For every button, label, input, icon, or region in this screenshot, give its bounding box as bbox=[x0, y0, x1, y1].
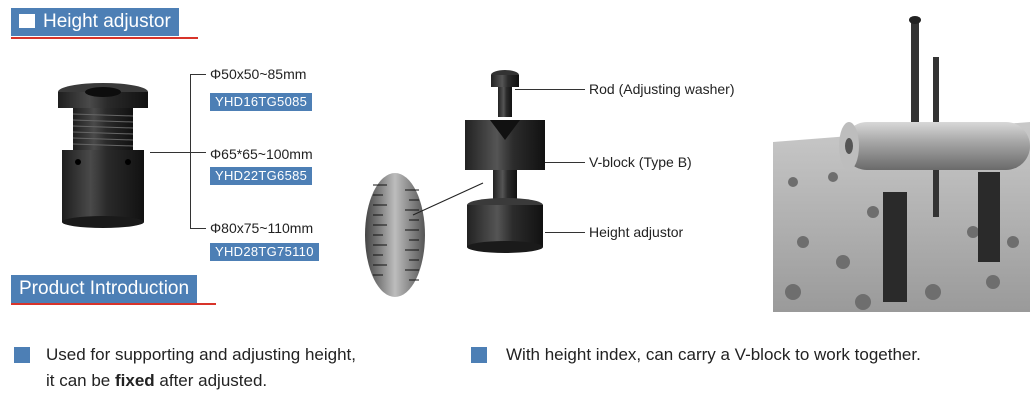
callout-vblock: V-block (Type B) bbox=[589, 154, 692, 170]
bullet-1-line-1: Used for supporting and adjusting height… bbox=[46, 345, 356, 364]
assembly-image bbox=[365, 70, 545, 297]
bullet-1-line-2-pre: it can be bbox=[46, 371, 115, 390]
bullet-icon-2 bbox=[471, 347, 487, 363]
callout-line-rod bbox=[515, 89, 585, 90]
intro-underline bbox=[11, 303, 216, 305]
bracket-tick-2 bbox=[150, 152, 206, 153]
worktable-photo bbox=[773, 12, 1030, 312]
spec-dim-3: Φ80x75~110mm bbox=[210, 220, 314, 236]
callout-rod: Rod (Adjusting washer) bbox=[589, 81, 735, 97]
intro-title-text: Product Introduction bbox=[19, 278, 190, 299]
section-title-height-adjustor: Height adjustor bbox=[11, 8, 179, 36]
bullet-1-line-2: it can be fixed after adjusted. bbox=[46, 368, 466, 394]
callout-adjustor: Height adjustor bbox=[589, 224, 684, 240]
callout-line-adjustor bbox=[545, 232, 585, 233]
bullet-text-1: Used for supporting and adjusting height… bbox=[46, 342, 466, 394]
bullet-1-line-2-bold: fixed bbox=[115, 371, 155, 390]
spec-dim-1: Φ50x50~85mm bbox=[210, 66, 307, 82]
bracket-vertical bbox=[190, 74, 191, 228]
bullet-text-2: With height index, can carry a V-block t… bbox=[506, 345, 921, 364]
square-icon bbox=[19, 14, 35, 28]
bracket-tick-1 bbox=[190, 74, 206, 75]
spec-model-1: YHD16TG5085 bbox=[210, 93, 313, 111]
bullet-1-line-2-post: after adjusted. bbox=[154, 371, 268, 390]
spec-model-2: YHD22TG6585 bbox=[210, 167, 313, 185]
bullet-icon-1 bbox=[14, 347, 30, 363]
spec-dim-2: Φ65*65~100mm bbox=[210, 146, 313, 162]
bracket-tick-3 bbox=[190, 228, 206, 229]
spec-model-3: YHD28TG75110 bbox=[210, 243, 319, 261]
callout-line-vblock bbox=[545, 162, 585, 163]
section-title-product-introduction: Product Introduction bbox=[11, 275, 198, 303]
height-adjustor-image bbox=[58, 83, 148, 228]
section-title-text: Height adjustor bbox=[43, 11, 171, 32]
title-underline bbox=[11, 37, 198, 39]
